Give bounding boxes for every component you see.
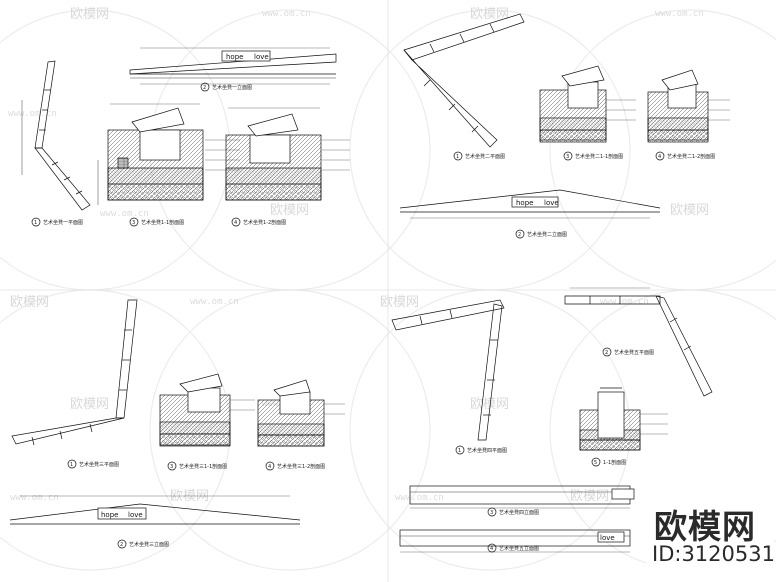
drawing-number: 3	[490, 510, 493, 516]
drawing-number: 2	[518, 232, 521, 238]
watermark-brand: 欧模网	[170, 489, 209, 504]
bench-elevation-4	[409, 485, 635, 509]
watermark-url: www.om.cn	[190, 297, 239, 307]
carving-word: hope	[226, 53, 243, 61]
drawing-number: 3	[566, 154, 569, 160]
watermark-stamp: 欧模网 ID:3120531	[646, 498, 775, 580]
bench-section-2-1	[539, 65, 607, 143]
watermark-brand: 欧模网	[470, 7, 509, 22]
drawing-number: 3	[170, 464, 173, 470]
carving-word: love	[128, 511, 143, 519]
drawing-label: 艺术坐凳1-1剖面图	[141, 219, 184, 226]
drawing-label: 艺术坐凳二1-2剖面图	[667, 153, 715, 160]
drawing-number: 2	[203, 85, 206, 91]
bench-plan-3	[11, 299, 138, 446]
drawing-label: 艺术坐凳四立面图	[499, 509, 539, 516]
panel-top-left-text: hope love 1 艺术坐凳一平面图 2 艺术坐凳一立面图 3 艺术坐凳1-…	[34, 53, 286, 226]
drawing-number: 4	[658, 154, 661, 160]
watermark-brand: 欧模网	[670, 203, 709, 218]
drawing-label: 艺术坐凳一立面图	[212, 84, 252, 91]
panel-top-left	[21, 47, 350, 227]
drawing-label: 艺术坐凳一平面图	[43, 219, 83, 226]
carving-word: love	[544, 199, 559, 207]
drawing-label: 艺术坐凳五立面图	[499, 545, 539, 552]
panel-top-right-text: hope love 1 艺术坐凳二平面图 3 艺术坐凳二1-1剖面图 4 艺术坐…	[456, 153, 715, 238]
panel-bottom-right	[391, 287, 713, 553]
watermark-url: www.om.cn	[395, 493, 444, 503]
watermark-brand: 欧模网	[270, 203, 309, 218]
drawing-number: 1	[456, 154, 459, 160]
watermark-url: www.om.cn	[655, 9, 704, 19]
drawing-label: 艺术坐凳三平面图	[79, 461, 119, 468]
panel-bottom-right-text: love 1 艺术坐凳四平面图 2 艺术坐凳五平面图 5 1-1剖面图 3 艺术…	[458, 349, 654, 552]
watermark-brand: 欧模网	[70, 397, 109, 412]
watermark-url: www.om.cn	[8, 109, 57, 119]
drawing-number: 1	[70, 462, 73, 468]
panel-bottom-left-text: hope love 1 艺术坐凳三平面图 3 艺术坐凳三1-1剖面图 4 艺术坐…	[70, 461, 325, 548]
drawing-number: 1	[458, 448, 461, 454]
drawing-label: 艺术坐凳1-2剖面图	[243, 219, 286, 226]
drawing-number: 2	[605, 350, 608, 356]
panel-top-right	[399, 13, 730, 239]
watermark-brand: 欧模网	[380, 295, 419, 310]
watermark-brand: 欧模网	[70, 7, 109, 22]
bench-section-2-2	[647, 69, 709, 143]
bench-plan-2	[403, 13, 525, 148]
bench-plan-4	[391, 299, 505, 441]
carving-word: hope	[516, 199, 533, 207]
bench-elevation-2	[399, 189, 661, 219]
watermark-brand: 欧模网	[570, 489, 609, 504]
watermark-url: www.om.cn	[600, 297, 649, 307]
drawing-label: 艺术坐凳三1-2剖面图	[277, 463, 325, 470]
drawing-number: 3	[132, 220, 135, 226]
drawing-label: 艺术坐凳二1-1剖面图	[575, 153, 623, 160]
bench-section-1-1	[107, 103, 204, 201]
bench-elevation-1	[129, 47, 337, 85]
bench-section-3-2	[257, 379, 325, 447]
watermark-brand: 欧模网	[470, 397, 509, 412]
drawing-label: 艺术坐凳四平面图	[467, 447, 507, 454]
drawing-label: 艺术坐凳二立面图	[527, 231, 567, 238]
bench-elevation-3	[9, 495, 301, 525]
bench-section-3-1	[159, 373, 231, 447]
carving-word: love	[600, 534, 615, 542]
stamp-brand: 欧模网	[654, 507, 756, 546]
drawing-number: 4	[490, 546, 493, 552]
panel-bottom-left	[9, 299, 345, 549]
drawing-label: 艺术坐凳三1-1剖面图	[179, 463, 227, 470]
drawing-number: 1	[34, 220, 37, 226]
bench-plan-5	[564, 287, 713, 397]
drawing-number: 4	[234, 220, 237, 226]
watermark-url: www.om.cn	[100, 209, 149, 219]
stamp-id: ID:3120531	[652, 542, 775, 566]
bench-plan-1	[21, 60, 99, 211]
bench-elevation-5	[399, 529, 631, 553]
drawing-label: 艺术坐凳五平面图	[614, 349, 654, 356]
bench-section-5-1	[579, 387, 641, 451]
watermark-url: www.om.cn	[10, 493, 59, 503]
bench-section-1-2	[225, 107, 322, 201]
carving-word: hope	[101, 511, 118, 519]
drawing-number: 2	[120, 542, 123, 548]
drawing-number: 5	[594, 460, 597, 466]
drawing-label: 1-1剖面图	[603, 459, 626, 466]
watermark-brand: 欧模网	[10, 295, 49, 310]
drawing-label: 艺术坐凳三立面图	[129, 541, 169, 548]
drawing-number: 4	[268, 464, 271, 470]
watermark-url: www.om.cn	[262, 9, 311, 19]
carving-word: love	[254, 53, 269, 61]
drawing-label: 艺术坐凳二平面图	[465, 153, 505, 160]
